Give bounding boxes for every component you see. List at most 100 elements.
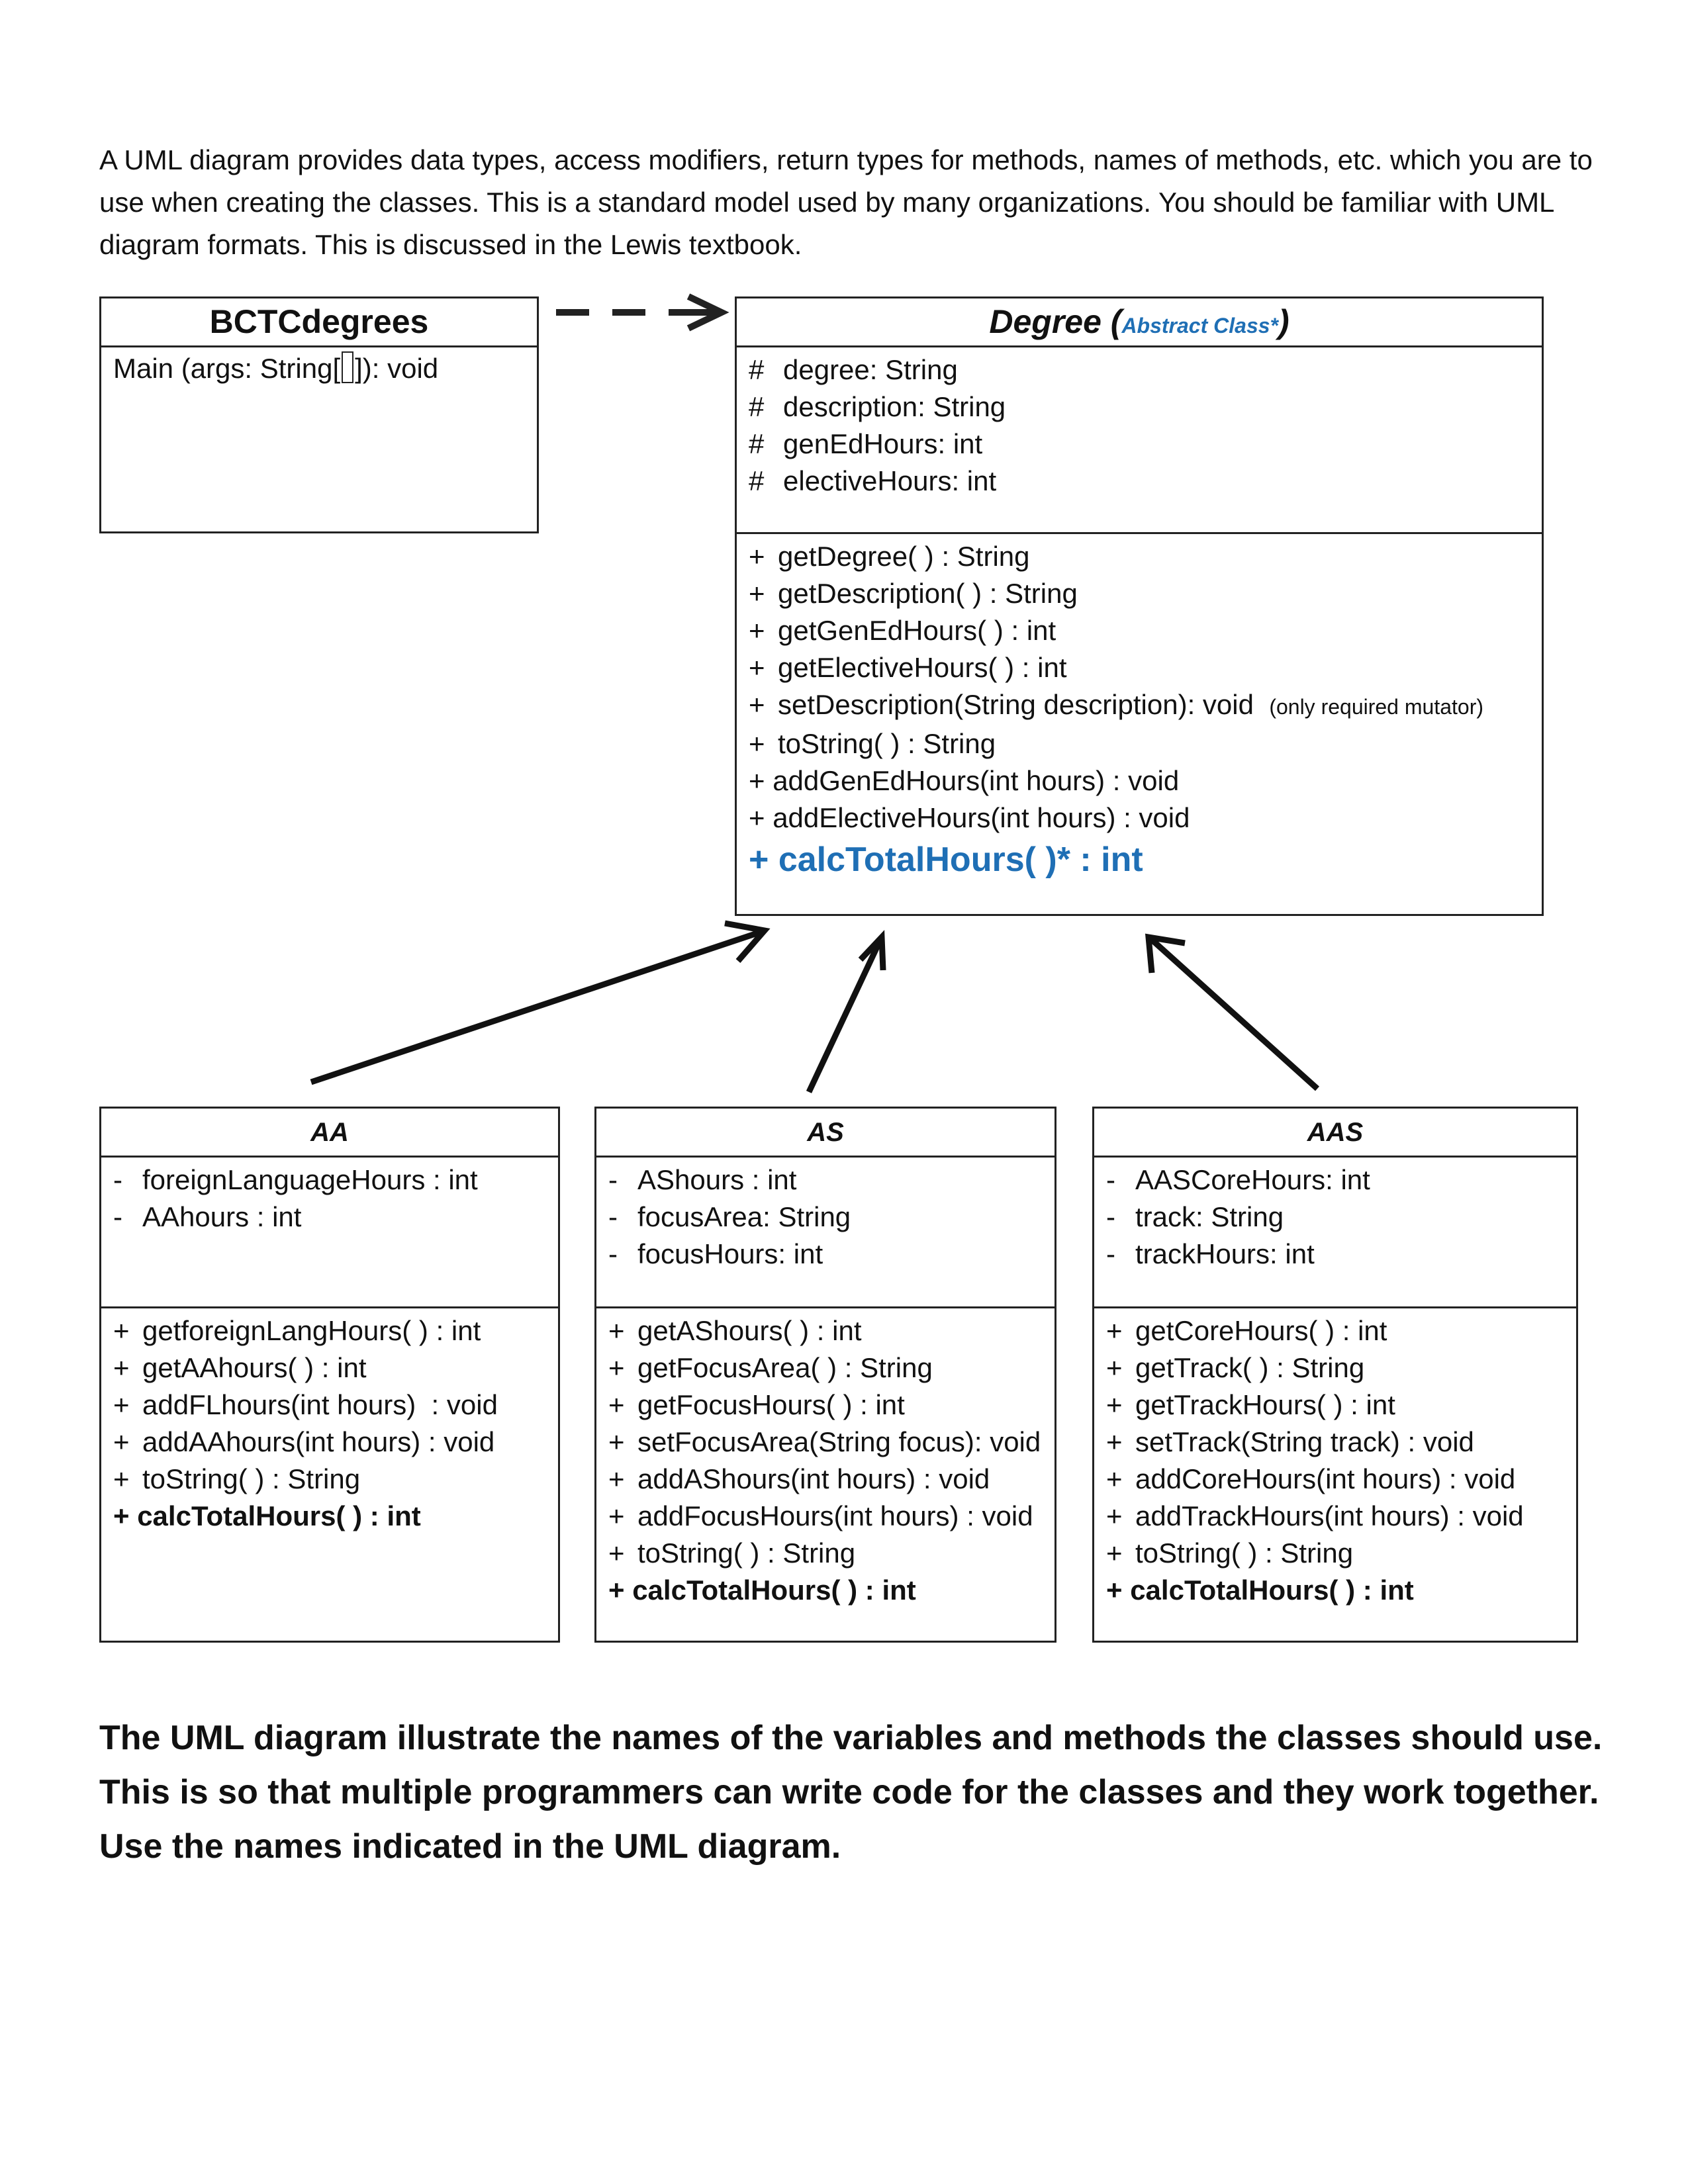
- closing-line: Use the names indicated in the UML diagr…: [99, 1827, 841, 1866]
- access-modifier: -: [1106, 1164, 1115, 1195]
- access-modifier: +: [1106, 1426, 1123, 1457]
- access-modifier: +: [749, 541, 765, 572]
- method-text: getFocusHours( ) : int: [637, 1389, 905, 1420]
- method-row: + addFocusHours(int hours) : void: [608, 1498, 1055, 1535]
- access-modifier: +: [113, 1352, 130, 1383]
- access-modifier: +: [608, 1389, 625, 1420]
- access-modifier: #: [749, 465, 765, 496]
- method-row: + toString( ) : String: [749, 725, 1542, 762]
- method-text: toString( ) : String: [778, 728, 996, 759]
- access-modifier: -: [1106, 1238, 1115, 1269]
- method-text: addAShours(int hours) : void: [637, 1463, 990, 1494]
- method-prefix: Main (args: String[: [113, 353, 341, 384]
- method-row: +getAShours( ) : int: [608, 1312, 1055, 1349]
- access-modifier: +: [113, 1463, 130, 1494]
- abstract-tag: Abstract Class*: [1121, 314, 1278, 338]
- access-modifier: +: [1106, 1352, 1123, 1383]
- method-calc: + calcTotalHours( ) : int: [1106, 1574, 1414, 1606]
- methods-section: + getDegree( ) : String + getDescription( …: [737, 534, 1542, 883]
- access-modifier: -: [113, 1164, 122, 1195]
- fields-section: #degree: String #description: String #ge…: [737, 347, 1542, 534]
- access-modifier: +: [749, 728, 765, 759]
- method-row: +getElectiveHours( ) : int: [749, 649, 1542, 686]
- field-text: AShours : int: [637, 1164, 797, 1195]
- method-row: + getDescription( ) : String: [749, 575, 1542, 612]
- method-text: getGenEdHours( ) : int: [778, 615, 1056, 646]
- intro-paragraph: A UML diagram provides data types, acces…: [99, 139, 1595, 266]
- closing-line: This is so that multiple programmers can…: [99, 1773, 1599, 1811]
- text-cursor: [342, 351, 354, 383]
- method-row: + getGenEdHours( ) : int: [749, 612, 1542, 649]
- method-text: getDescription( ) : String: [778, 578, 1078, 609]
- method-text: getCoreHours( ) : int: [1135, 1315, 1387, 1346]
- access-modifier: -: [1106, 1201, 1115, 1232]
- access-modifier: +: [1106, 1537, 1123, 1569]
- method-row: +getFocusArea( ) : String: [608, 1349, 1055, 1387]
- method-text: toString( ) : String: [1135, 1537, 1354, 1569]
- method-row: +getTrackHours( ) : int: [1106, 1387, 1576, 1424]
- access-modifier: +: [608, 1426, 625, 1457]
- field-text: AAhours : int: [142, 1201, 302, 1232]
- class-degree: Degree (Abstract Class*) #degree: String…: [735, 296, 1544, 916]
- method-main: Main (args: String[ ]): void: [113, 350, 537, 387]
- field-text: foreignLanguageHours : int: [142, 1164, 478, 1195]
- method-row: +addAShours(int hours) : void: [608, 1461, 1055, 1498]
- method-text: toString( ) : String: [637, 1537, 856, 1569]
- class-bctcdegrees: BCTCdegrees Main (args: String[ ]): void: [99, 296, 539, 533]
- field-row: -track: String: [1106, 1199, 1576, 1236]
- access-modifier: +: [608, 1537, 625, 1569]
- field-text: focusArea: String: [637, 1201, 851, 1232]
- mutator-note: (only required mutator): [1269, 695, 1483, 719]
- method-row: + toString( ) : String: [1106, 1535, 1576, 1572]
- method-text: getDegree( ) : String: [778, 541, 1030, 572]
- dependency-arrow: [556, 293, 729, 332]
- field-row: #electiveHours: int: [749, 463, 1542, 500]
- field-row: -AAhours : int: [113, 1199, 558, 1236]
- method-text: getforeignLangHours( ) : int: [142, 1315, 481, 1346]
- access-modifier: +: [113, 1315, 130, 1346]
- class-name: AAS: [1094, 1109, 1576, 1158]
- access-modifier: +: [749, 689, 765, 720]
- method-row: + addElectiveHours(int hours) : void: [749, 802, 1190, 833]
- method-text: addFocusHours(int hours) : void: [637, 1500, 1033, 1531]
- class-name: BCTCdegrees: [101, 298, 537, 347]
- access-modifier: +: [749, 578, 765, 609]
- field-text: genEdHours: int: [783, 428, 983, 459]
- class-name-close: ): [1278, 303, 1289, 340]
- method-text: setTrack(String track) : void: [1135, 1426, 1474, 1457]
- method-row: + addGenEdHours(int hours) : void: [749, 765, 1180, 796]
- class-as: AS -AShours : int -focusArea: String -fo…: [594, 1107, 1056, 1643]
- method-text: addFLhours(int hours) : void: [142, 1389, 498, 1420]
- class-aas: AAS -AASCoreHours: int -track: String -t…: [1092, 1107, 1578, 1643]
- method-text: addTrackHours(int hours) : void: [1135, 1500, 1524, 1531]
- access-modifier: -: [608, 1201, 618, 1232]
- field-row: -AASCoreHours: int: [1106, 1161, 1576, 1199]
- methods-section: +getAShours( ) : int +getFocusArea( ) : …: [596, 1308, 1055, 1609]
- abstract-method-calc: + calcTotalHours( )* : int: [749, 841, 1143, 879]
- method-row: +setFocusArea(String focus): void: [608, 1424, 1055, 1461]
- method-text: getAAhours( ) : int: [142, 1352, 367, 1383]
- method-row: + getforeignLangHours( ) : int: [113, 1312, 558, 1349]
- access-modifier: +: [608, 1500, 625, 1531]
- intro-line: use when creating the classes. This is a…: [99, 187, 1555, 218]
- methods-section: +getCoreHours( ) : int +getTrack( ) : St…: [1094, 1308, 1576, 1609]
- access-modifier: #: [749, 428, 765, 459]
- method-suffix: ]): void: [355, 353, 439, 384]
- access-modifier: +: [1106, 1463, 1123, 1494]
- access-modifier: #: [749, 391, 765, 422]
- method-calc: + calcTotalHours( ) : int: [608, 1574, 916, 1606]
- field-row: -focusHours: int: [608, 1236, 1055, 1273]
- method-row: + getDegree( ) : String: [749, 538, 1542, 575]
- method-text: toString( ) : String: [142, 1463, 361, 1494]
- class-aa: AA -foreignLanguageHours : int -AAhours …: [99, 1107, 560, 1643]
- class-name: AA: [101, 1109, 558, 1158]
- access-modifier: +: [749, 652, 765, 683]
- access-modifier: -: [113, 1201, 122, 1232]
- access-modifier: +: [1106, 1389, 1123, 1420]
- access-modifier: +: [749, 615, 765, 646]
- access-modifier: +: [608, 1315, 625, 1346]
- intro-line: diagram formats. This is discussed in th…: [99, 229, 802, 260]
- fields-section: -AASCoreHours: int -track: String -track…: [1094, 1158, 1576, 1308]
- methods-section: + getforeignLangHours( ) : int + getAAhour…: [101, 1308, 558, 1535]
